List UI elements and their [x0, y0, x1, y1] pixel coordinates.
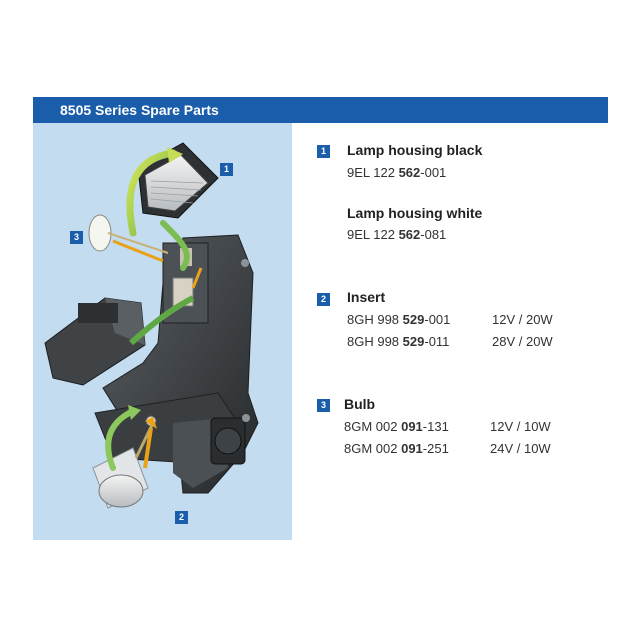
lamp-housing-part — [137, 142, 219, 219]
exploded-view-figure: 1 3 2 — [33, 123, 292, 540]
part-code: 9EL 122 562-081 — [347, 227, 447, 242]
part-code: 8GH 998 529-001 — [347, 312, 451, 327]
part-code: 8GM 002 091-131 — [344, 419, 449, 434]
figure-callout-1: 1 — [220, 163, 233, 176]
bulb-part-reflector — [92, 422, 155, 509]
part-number-badge: 1 — [317, 145, 330, 158]
exploded-view-drawing — [44, 142, 259, 509]
part-title: Lamp housing white — [347, 205, 483, 221]
section-title: 8505 Series Spare Parts — [60, 102, 219, 118]
part-code: 9EL 122 562-001 — [347, 165, 447, 180]
bulb-part-small — [88, 214, 169, 254]
part-spec: 28V / 20W — [492, 334, 553, 349]
part-spec: 12V / 10W — [490, 419, 551, 434]
part-title: Bulb — [344, 396, 376, 412]
part-title: Lamp housing black — [347, 142, 483, 158]
part-number-badge: 2 — [317, 293, 330, 306]
cover-piece — [44, 297, 146, 386]
part-code: 8GH 998 529-011 — [347, 334, 450, 349]
figure-callout-2: 2 — [175, 511, 188, 524]
part-number-badge: 3 — [317, 399, 330, 412]
assembly-arrows — [105, 147, 203, 471]
part-title: Insert — [347, 289, 386, 305]
part-spec: 12V / 20W — [492, 312, 553, 327]
part-spec: 24V / 10W — [490, 441, 551, 456]
figure-callout-3: 3 — [70, 231, 83, 244]
part-code: 8GM 002 091-251 — [344, 441, 449, 456]
section-header: 8505 Series Spare Parts — [33, 97, 608, 123]
